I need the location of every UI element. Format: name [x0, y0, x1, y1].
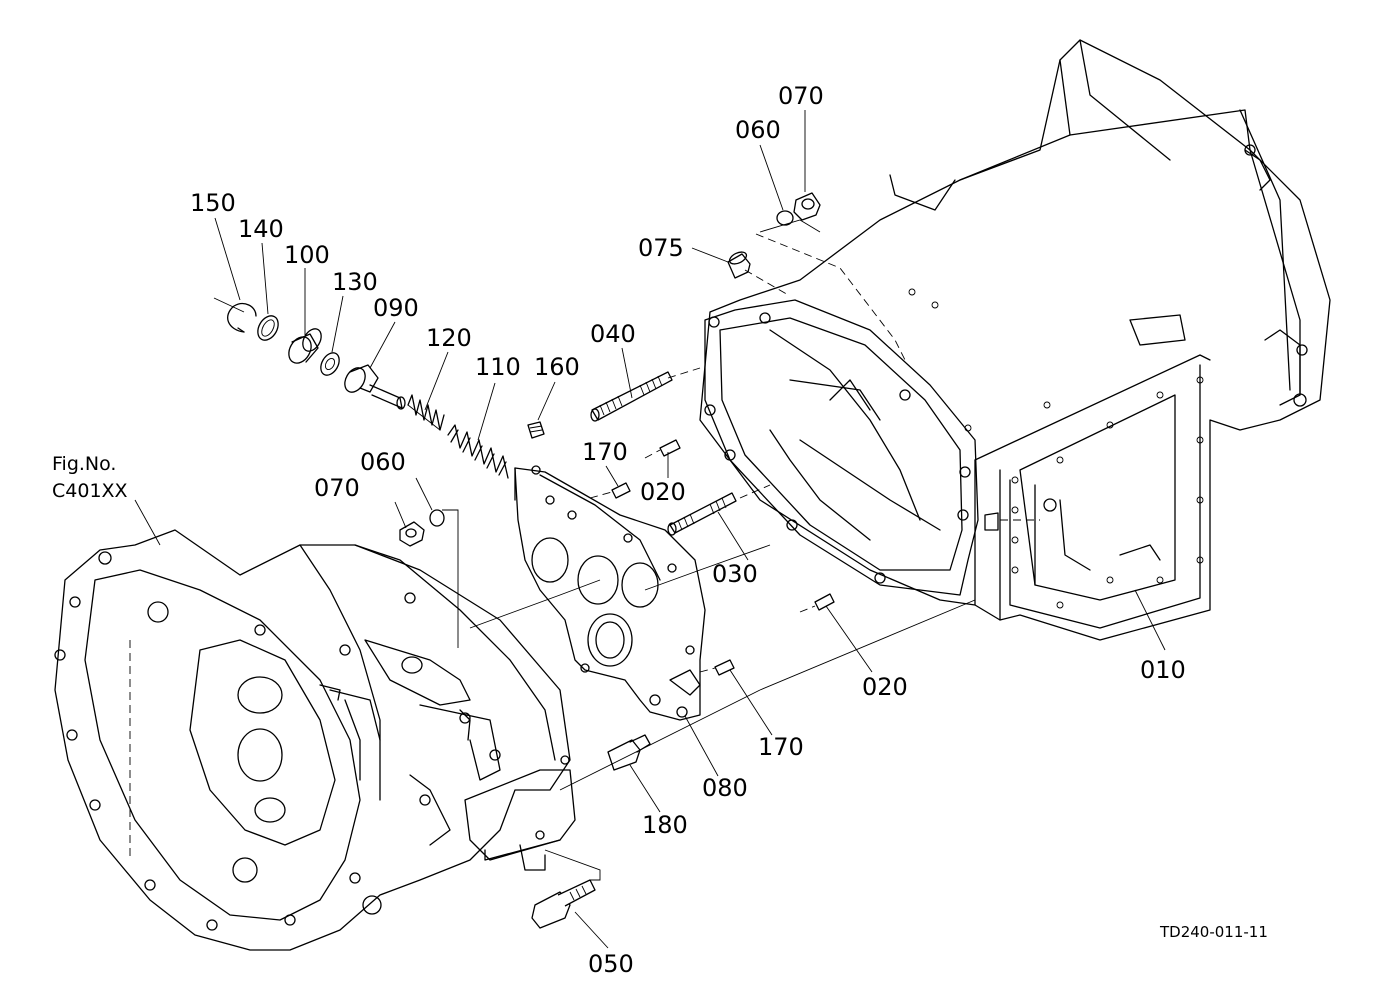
- label-020-upper: 020: [640, 478, 686, 506]
- pin-170-lower: [714, 659, 735, 676]
- label-180: 180: [642, 811, 688, 839]
- label-020-lower: 020: [862, 673, 908, 701]
- label-060-lower: 060: [360, 448, 406, 476]
- label-010: 010: [1140, 656, 1186, 684]
- label-130: 130: [332, 268, 378, 296]
- label-170-lower: 170: [758, 733, 804, 761]
- label-160: 160: [534, 353, 580, 381]
- plug-075: [727, 251, 751, 279]
- label-060-upper: 060: [735, 116, 781, 144]
- label-110: 110: [475, 353, 521, 381]
- fig-ref-line1: Fig.No.: [52, 453, 116, 475]
- label-080: 080: [702, 774, 748, 802]
- plate-080: [514, 465, 706, 721]
- lock-washer-060-lower: [429, 509, 445, 527]
- bolt-050: [531, 879, 596, 929]
- pin-020-upper: [659, 439, 681, 457]
- fig-ref-line2: C401XX: [52, 480, 128, 502]
- label-070-lower: 070: [314, 474, 360, 502]
- nut-070-lower: [399, 521, 425, 547]
- pin-020-lower: [814, 593, 835, 611]
- pin-170-upper: [611, 482, 631, 499]
- label-120: 120: [426, 324, 472, 352]
- figure-reference: Fig.No. C401XX: [52, 453, 128, 502]
- plug-180: [607, 734, 651, 771]
- spool-090: [344, 364, 406, 410]
- label-100: 100: [284, 241, 330, 269]
- plug-100: [288, 328, 322, 364]
- transmission-case-010: [699, 39, 1331, 641]
- lock-washer-060-upper: [776, 210, 794, 226]
- label-030: 030: [712, 560, 758, 588]
- stud-030: [667, 492, 737, 536]
- label-150: 150: [190, 189, 236, 217]
- front-housing: [54, 529, 576, 951]
- label-140: 140: [238, 215, 284, 243]
- label-050: 050: [588, 950, 634, 978]
- plug-160: [527, 421, 545, 439]
- snap-ring-150: [227, 302, 257, 333]
- label-040: 040: [590, 320, 636, 348]
- o-ring-140: [257, 315, 279, 341]
- part-labels: 010 020 020 030 040 050 060 060 070 070 …: [190, 82, 1186, 978]
- assembly-lines: [129, 219, 1040, 881]
- label-170-upper: 170: [582, 438, 628, 466]
- leader-lines: [134, 110, 1166, 949]
- label-075: 075: [638, 234, 684, 262]
- label-070-upper: 070: [778, 82, 824, 110]
- label-090: 090: [373, 294, 419, 322]
- spring-110: [447, 424, 509, 479]
- spring-120: [407, 394, 445, 431]
- nut-070-upper: [793, 192, 821, 221]
- drawing-id: TD240-011-11: [1159, 923, 1268, 941]
- washer-130: [320, 352, 340, 376]
